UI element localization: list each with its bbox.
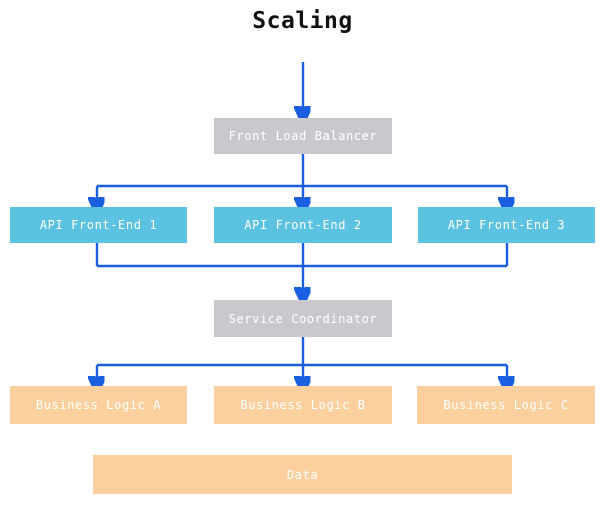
node-service-coordinator[interactable]: Service Coordinator <box>214 300 392 337</box>
node-data[interactable]: Data <box>93 455 512 494</box>
node-api-front-end-1[interactable]: API Front-End 1 <box>10 207 187 243</box>
node-api-front-end-2[interactable]: API Front-End 2 <box>214 207 392 243</box>
node-business-logic-c[interactable]: Business Logic C <box>417 386 595 424</box>
diagram-title: Scaling <box>252 8 353 34</box>
node-business-logic-b[interactable]: Business Logic B <box>214 386 392 424</box>
edge-api-merge-bus <box>95 243 509 268</box>
node-api-front-end-3[interactable]: API Front-End 3 <box>418 207 595 243</box>
node-front-load-balancer[interactable]: Front Load Balancer <box>214 118 392 154</box>
edge-load-balancer-bus <box>97 154 507 188</box>
edge-coordinator-bus <box>97 337 507 367</box>
node-business-logic-a[interactable]: Business Logic A <box>10 386 187 424</box>
